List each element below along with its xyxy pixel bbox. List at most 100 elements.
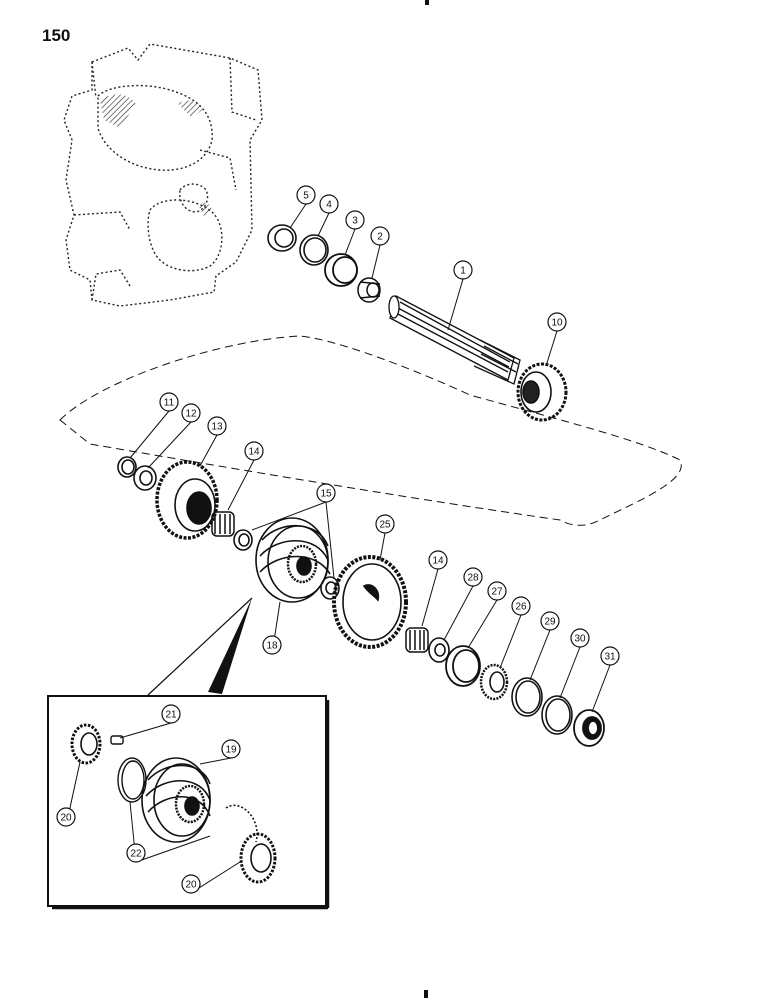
callout-29: 29	[529, 611, 560, 681]
callout-leader	[147, 421, 192, 469]
callout-25: 25	[375, 514, 395, 561]
housing-shading	[100, 94, 212, 216]
part-10-gear	[516, 362, 568, 422]
part-27-bearing-cup	[445, 645, 481, 687]
part-11-snap-ring	[117, 456, 137, 478]
part-5-seal-ring	[267, 224, 297, 252]
callout-20: 20	[56, 761, 81, 827]
callout-5: 5	[289, 185, 316, 229]
callout-26: 26	[499, 596, 531, 669]
callout-number: 5	[303, 191, 309, 202]
callout-bubble	[161, 704, 181, 724]
callout-bubble	[453, 260, 473, 280]
callout-bubble	[56, 807, 76, 827]
callout-number: 4	[326, 200, 332, 211]
callout-leader	[371, 244, 381, 279]
callout-number: 14	[432, 556, 444, 567]
callout-leader	[129, 410, 170, 459]
callout-number: 28	[467, 573, 479, 584]
callout-bubble	[181, 874, 201, 894]
part-26-bearing-cone	[479, 663, 509, 701]
callout-bubble	[207, 416, 227, 436]
part-28-washer	[428, 637, 450, 663]
callout-21: 21	[119, 704, 181, 739]
callout-bubble	[244, 441, 264, 461]
callout-bubble	[540, 611, 560, 631]
callout-leader	[325, 501, 335, 579]
part-21-key	[110, 735, 124, 745]
part-1-splined-shaft	[388, 295, 521, 385]
callout-bubble	[221, 739, 241, 759]
callout-leader	[344, 228, 356, 256]
part-25-gear	[332, 555, 408, 649]
callout-bubble	[570, 628, 590, 648]
callout-number: 14	[248, 447, 260, 458]
part-3-bearing-cup	[324, 253, 358, 287]
callout-bubble	[370, 226, 390, 246]
callout-leader	[421, 568, 439, 627]
callout-number: 27	[491, 587, 503, 598]
callout-14: 14	[421, 550, 448, 627]
callout-number: 20	[185, 880, 197, 891]
callout-bubble	[345, 210, 365, 230]
callout-bubble	[600, 646, 620, 666]
callout-bubble	[262, 635, 282, 655]
part-14-needle-bearing-upper	[211, 511, 235, 537]
callout-2: 2	[370, 226, 390, 279]
part-20-hub-upper	[70, 723, 102, 765]
callout-number: 13	[211, 422, 223, 433]
callout-3: 3	[344, 210, 365, 256]
callout-number: 22	[130, 849, 142, 860]
callout-14: 14	[227, 441, 264, 511]
callout-number: 11	[164, 398, 175, 409]
callout-11: 11	[129, 392, 179, 459]
callout-leader	[545, 330, 558, 367]
callout-1: 1	[447, 260, 473, 331]
part-12-washer	[133, 465, 157, 491]
callout-20: 20	[181, 861, 241, 894]
callout-22: 22	[126, 801, 211, 863]
callout-number: 19	[225, 745, 237, 756]
callout-number: 26	[515, 602, 527, 613]
callout-10: 10	[545, 312, 567, 367]
callout-leader	[529, 629, 551, 681]
part-13-cluster-gear	[155, 460, 219, 540]
part-15-washer-upper	[233, 529, 253, 551]
callout-number: 21	[165, 710, 177, 721]
callout-leader	[119, 722, 172, 739]
callout-number: 2	[377, 232, 383, 243]
callout-15: 15	[251, 483, 336, 579]
callout-leader	[227, 459, 255, 511]
callout-number: 12	[185, 409, 197, 420]
callout-number: 25	[379, 520, 391, 531]
callout-leader	[443, 585, 474, 641]
page-number: 150	[42, 26, 71, 45]
callout-bubble	[511, 596, 531, 616]
callout-28: 28	[443, 567, 483, 641]
bottom-crop-mark	[424, 990, 428, 998]
callout-bubble	[319, 194, 339, 214]
callout-bubble	[375, 514, 395, 534]
callout-leader	[467, 599, 498, 649]
callout-27: 27	[467, 581, 507, 649]
callout-number: 31	[604, 652, 616, 663]
callout-number: 30	[574, 634, 586, 645]
callout-18: 18	[262, 601, 282, 655]
callout-number: 29	[544, 617, 556, 628]
callout-bubble	[547, 312, 567, 332]
callout-bubble	[316, 483, 336, 503]
assembly-group-outline	[59, 335, 682, 526]
callout-30: 30	[559, 628, 590, 699]
callout-leader	[317, 212, 330, 237]
callout-leader	[199, 757, 232, 765]
callout-19: 19	[199, 739, 241, 765]
callout-4: 4	[317, 194, 339, 237]
callout-leader	[499, 614, 522, 669]
callout-number: 10	[551, 318, 563, 329]
callout-12: 12	[147, 403, 201, 469]
detail-pointer	[208, 598, 252, 694]
callout-number: 1	[460, 266, 466, 277]
callout-leader	[559, 646, 581, 699]
part-18-clutch-assembly	[255, 517, 331, 603]
